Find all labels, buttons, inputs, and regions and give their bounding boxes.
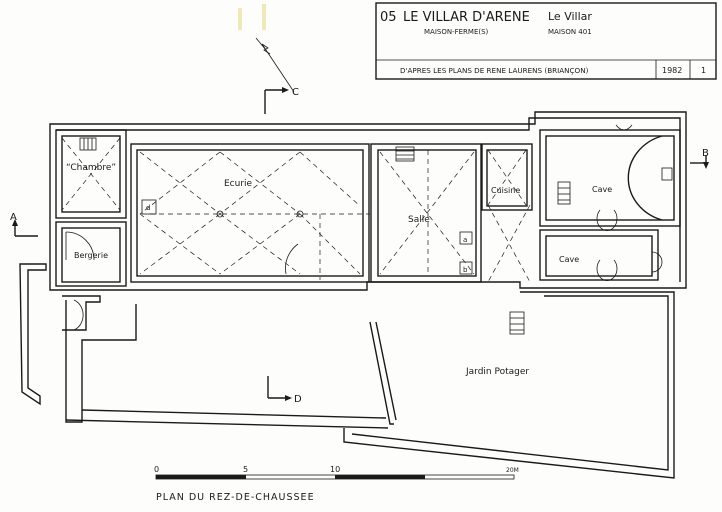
house-number: MAISON 401 <box>548 28 592 36</box>
plan-title: PLAN DU REZ-DE-CHAUSSEE <box>156 492 315 503</box>
section-marker-d: D <box>267 376 302 405</box>
year: 1982 <box>662 66 682 75</box>
chambre-beams <box>61 137 121 211</box>
north-arrow-icon <box>255 37 295 93</box>
section-marker-a: A <box>10 212 38 237</box>
scale-tick-0: 0 <box>154 465 159 474</box>
title-block: 05 LE VILLAR D'ARENE Le Villar MAISON-FE… <box>375 2 717 80</box>
source-note: D'APRES LES PLANS DE RENE LAURENS (BRIAN… <box>400 66 589 75</box>
commune-name: LE VILLAR D'ARENE <box>403 10 530 25</box>
building-walls <box>49 111 687 291</box>
room-label-chambre: “Chambre” <box>66 163 116 173</box>
room-label-bergerie: Bergerie <box>74 251 108 260</box>
room-label-cave-upper: Cave <box>592 185 612 194</box>
section-label-a: A <box>10 212 17 223</box>
section-marker-c: C <box>264 87 299 114</box>
dept-number: 05 <box>380 10 397 25</box>
room-label-ecurie: Ecurie <box>224 179 253 189</box>
room-label-salle: Salle <box>408 215 430 225</box>
marker-b: b <box>463 266 468 274</box>
scale-tick-5: 5 <box>243 465 248 474</box>
cave-details <box>596 124 673 281</box>
room-label-cave-lower: Cave <box>559 255 579 264</box>
building-type: MAISON-FERME(S) <box>424 28 489 36</box>
doors <box>65 199 473 331</box>
section-label-c: C <box>292 87 299 98</box>
scale-tick-20: 20M <box>506 467 519 474</box>
section-label-b: B <box>702 148 709 159</box>
ecurie-beams <box>139 151 370 280</box>
room-label-jardin: Jardin Potager <box>465 367 529 377</box>
salle-beams <box>379 150 475 276</box>
hamlet-name: Le Villar <box>548 10 592 23</box>
scale-bar: 0 5 10 20M <box>154 465 519 480</box>
section-marker-b: B <box>690 148 709 169</box>
scale-tick-10: 10 <box>330 465 340 474</box>
section-label-d: D <box>294 394 302 405</box>
stairs <box>79 137 571 335</box>
room-label-cuisine: Cuisine <box>491 186 520 195</box>
cuisine-beams <box>487 149 531 283</box>
marker-d: d <box>146 204 150 212</box>
marker-a: a <box>463 236 467 244</box>
annex-walls <box>19 263 675 479</box>
sheet-number: 1 <box>701 66 706 75</box>
paper-mark <box>238 4 266 30</box>
